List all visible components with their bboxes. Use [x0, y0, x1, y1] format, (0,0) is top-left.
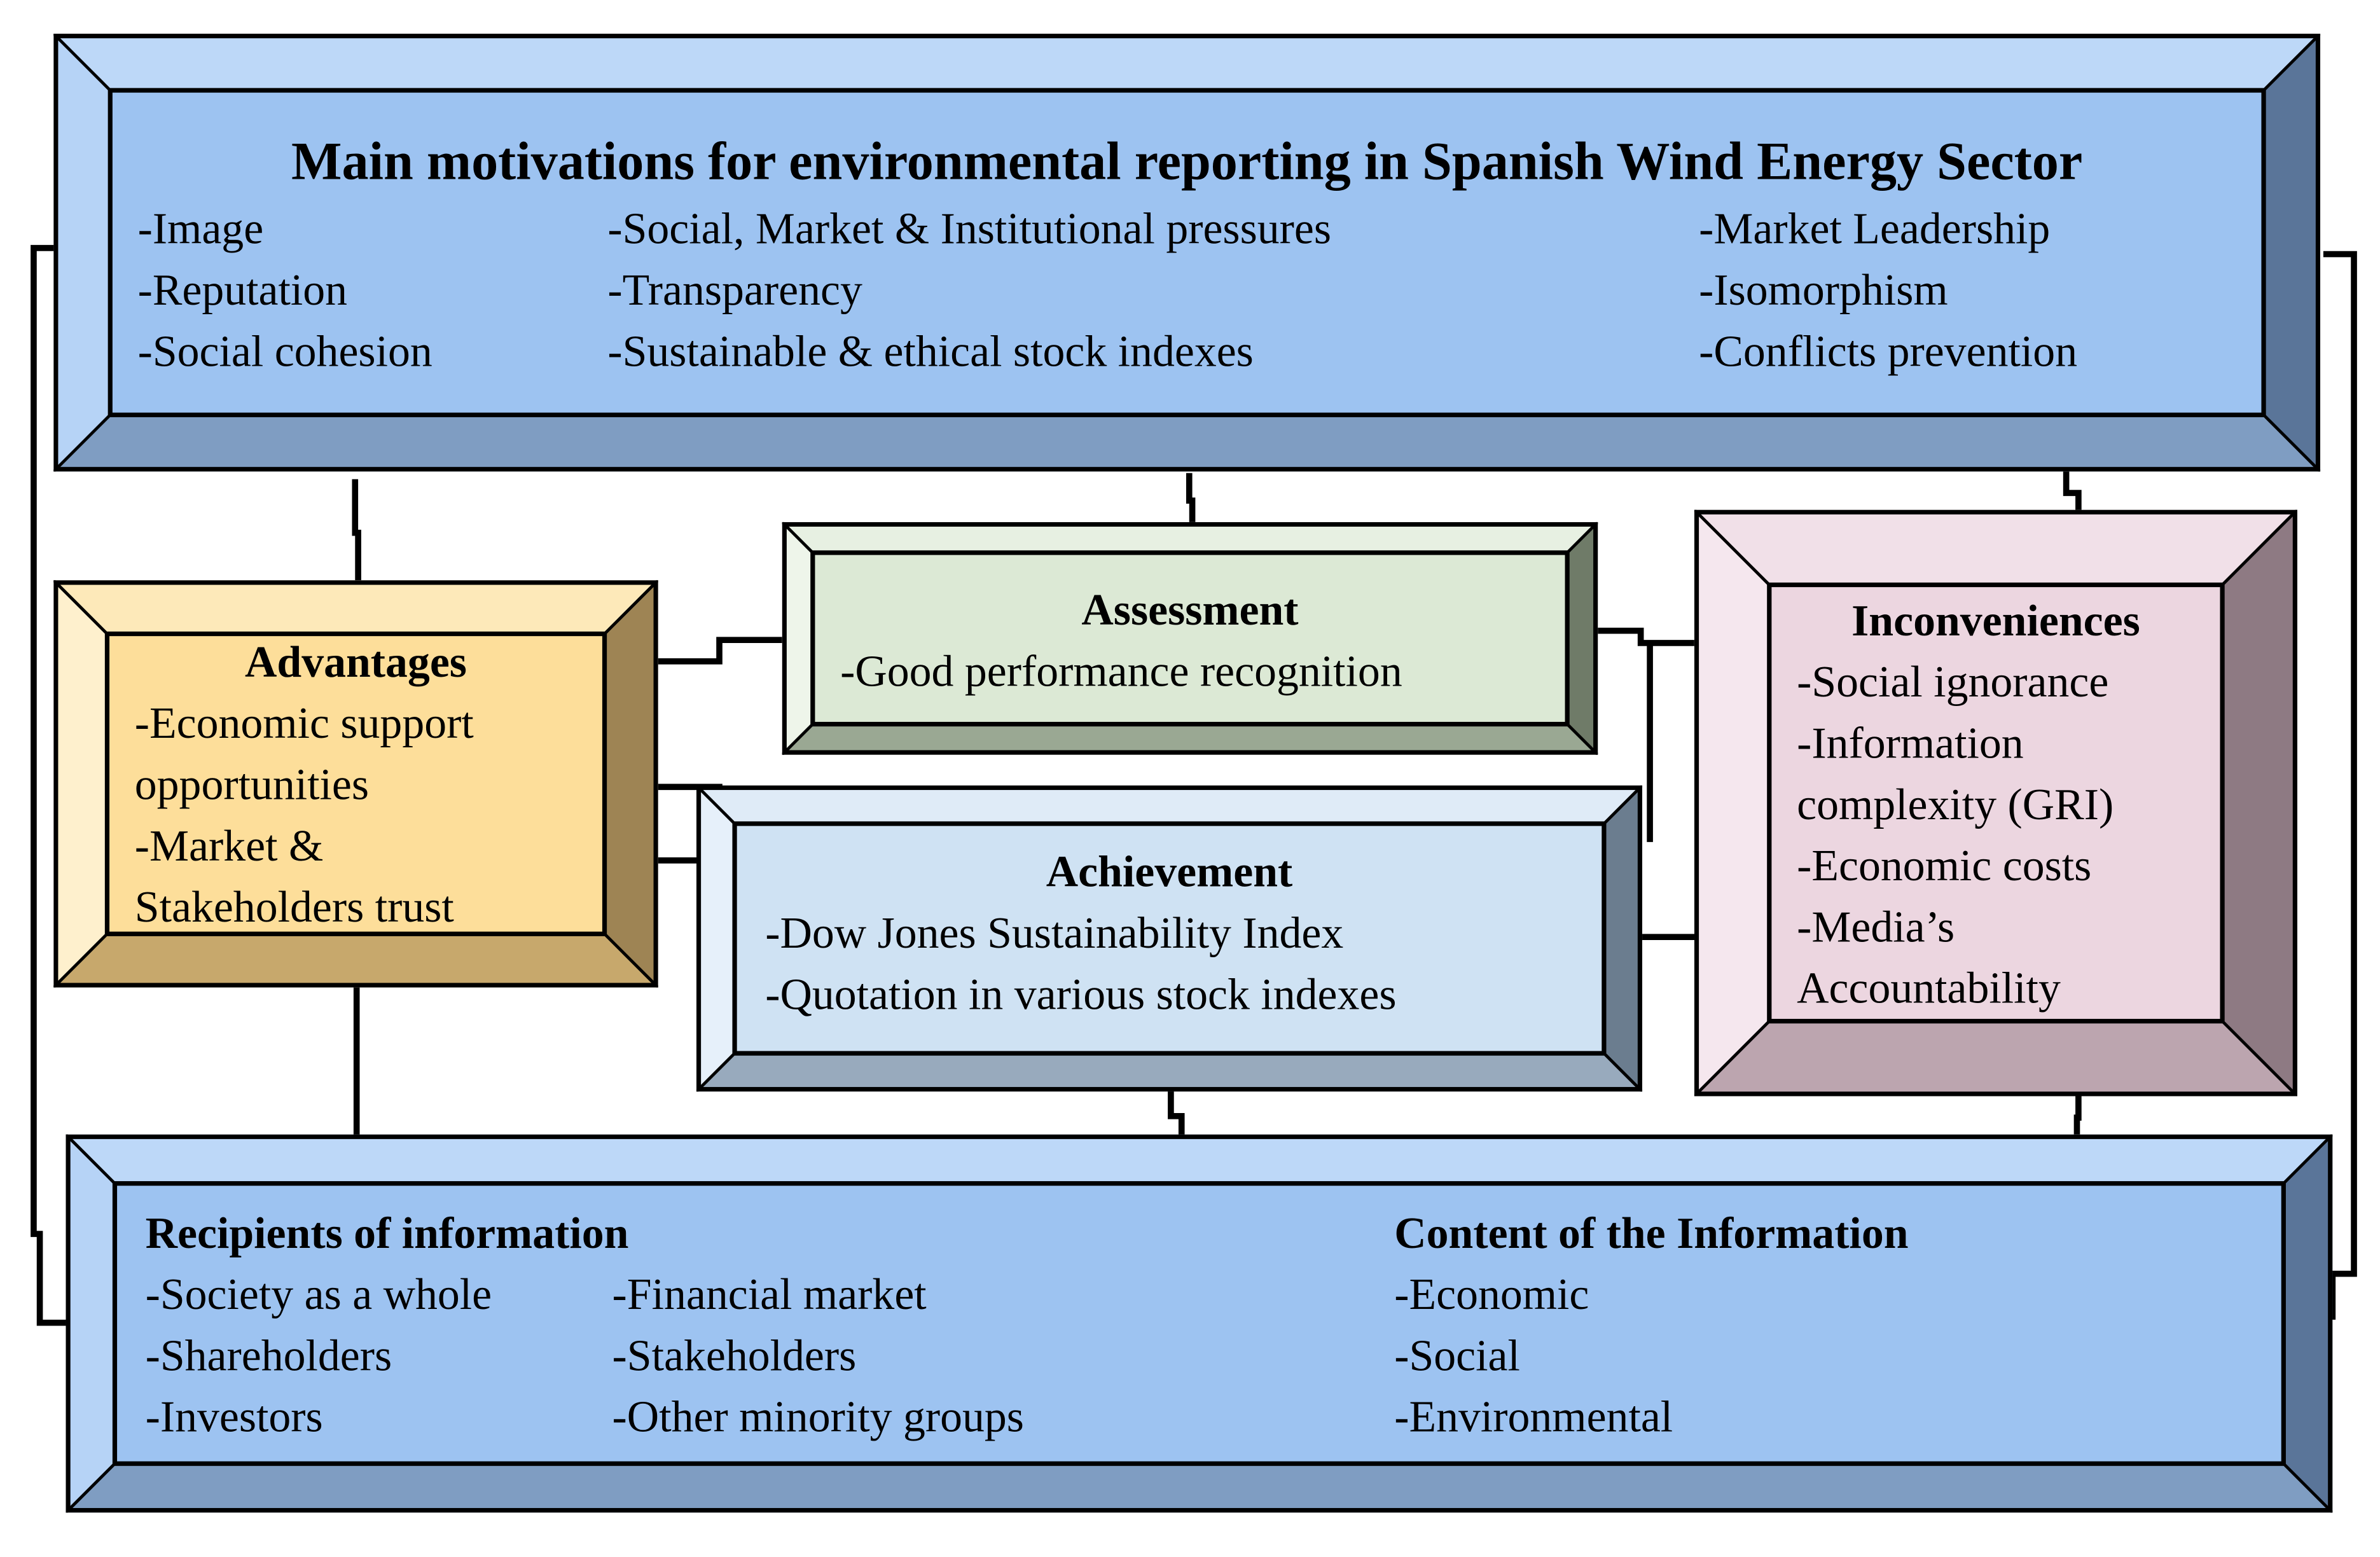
achievement-frame	[696, 785, 1643, 1092]
inconveniences-item: -Economic costs	[1797, 841, 2092, 891]
main-column-2: -Social, Market & Institutional pressure…	[607, 199, 1331, 383]
main-item: -Social cohesion	[137, 328, 432, 377]
advantages-box: Advantages -Economic support opportuniti…	[53, 580, 658, 988]
main-item: -Market Leadership	[1699, 205, 2051, 254]
main-item: -Social, Market & Institutional pressure…	[607, 205, 1332, 254]
recipients-item: -Stakeholders	[612, 1332, 857, 1381]
main-item: -Reputation	[137, 266, 348, 315]
inconveniences-item: -Information	[1797, 719, 2024, 769]
main-item: -Isomorphism	[1699, 266, 1948, 315]
advantages-title: Advantages	[244, 638, 467, 688]
advantages-item: -Market &	[134, 822, 324, 871]
recipients-item: -Shareholders	[145, 1332, 392, 1381]
inconveniences-list: -Social ignorance -Information complexit…	[1797, 652, 2114, 1020]
connector-main-advantages	[352, 479, 361, 581]
main-motivations-box: Main motivations for environmental repor…	[53, 33, 2321, 472]
main-item: -Image	[137, 205, 264, 254]
content-item: -Economic	[1394, 1270, 1589, 1320]
main-motivations-frame	[53, 33, 2321, 472]
advantages-item: opportunities	[134, 761, 370, 810]
connector-assessment-inconveniences	[1598, 627, 1694, 646]
content-item: -Social	[1394, 1332, 1520, 1381]
connector-advantages-assessment	[658, 637, 782, 665]
connector-main-assessment	[1186, 473, 1196, 522]
recipients-item: -Investors	[145, 1393, 323, 1443]
assessment-list: -Good performance recognition	[840, 642, 1402, 703]
advantages-item: -Economic support	[134, 700, 474, 749]
assessment-item: -Good performance recognition	[840, 647, 1402, 697]
content-column: -Economic -Social -Environmental	[1394, 1264, 1673, 1448]
main-item: -Sustainable & ethical stock indexes	[607, 328, 1254, 377]
inconveniences-title: Inconveniences	[1851, 597, 2140, 646]
achievement-box: Achievement -Dow Jones Sustainability In…	[696, 785, 1643, 1092]
inconveniences-item: -Media’s	[1797, 903, 1955, 953]
advantages-list: -Economic support opportunities -Market …	[135, 693, 474, 938]
connector-main-inconveniences	[2063, 471, 2082, 510]
advantages-item: Stakeholders trust	[134, 883, 454, 932]
inconveniences-item: complexity (GRI)	[1797, 780, 2114, 830]
main-item: -Conflicts prevention	[1699, 328, 2078, 377]
content-title: Content of the Information	[1394, 1209, 1909, 1259]
inconveniences-item: Accountability	[1797, 964, 2061, 1014]
recipients-column-1: -Society as a whole -Shareholders -Inves…	[146, 1264, 492, 1448]
main-column-3: -Market Leadership -Isomorphism -Conflic…	[1699, 199, 2077, 383]
inconveniences-frame	[1694, 509, 2298, 1097]
assessment-title: Assessment	[1081, 586, 1299, 635]
recipients-column-2: -Financial market -Stakeholders -Other m…	[612, 1264, 1024, 1448]
recipients-item: -Society as a whole	[145, 1270, 492, 1320]
recipients-item: -Other minority groups	[612, 1393, 1024, 1443]
achievement-list: -Dow Jones Sustainability Index -Quotati…	[765, 903, 1396, 1026]
main-column-1: -Image -Reputation -Social cohesion	[138, 199, 432, 383]
assessment-frame	[782, 522, 1598, 755]
recipients-content-frame	[66, 1134, 2333, 1513]
connector-inconveniences-bottom	[2073, 1096, 2082, 1135]
main-title: Main motivations for environmental repor…	[291, 132, 2083, 191]
recipients-item: -Financial market	[612, 1270, 927, 1320]
inconveniences-item: -Social ignorance	[1797, 658, 2109, 708]
achievement-item: -Quotation in various stock indexes	[765, 971, 1397, 1020]
achievement-title: Achievement	[1046, 848, 1293, 897]
main-item: -Transparency	[607, 266, 862, 315]
advantages-frame	[53, 580, 658, 988]
recipients-title: Recipients of information	[145, 1209, 629, 1259]
recipients-content-box: Recipients of information -Society as a …	[66, 1134, 2333, 1513]
connector-left-loop	[31, 245, 66, 1326]
assessment-box: Assessment -Good performance recognition	[782, 522, 1598, 755]
achievement-item: -Dow Jones Sustainability Index	[765, 909, 1344, 958]
inconveniences-box: Inconveniences -Social ignorance -Inform…	[1694, 509, 2298, 1097]
connector-achievement-bottom	[1168, 1088, 1185, 1138]
content-item: -Environmental	[1394, 1393, 1673, 1443]
